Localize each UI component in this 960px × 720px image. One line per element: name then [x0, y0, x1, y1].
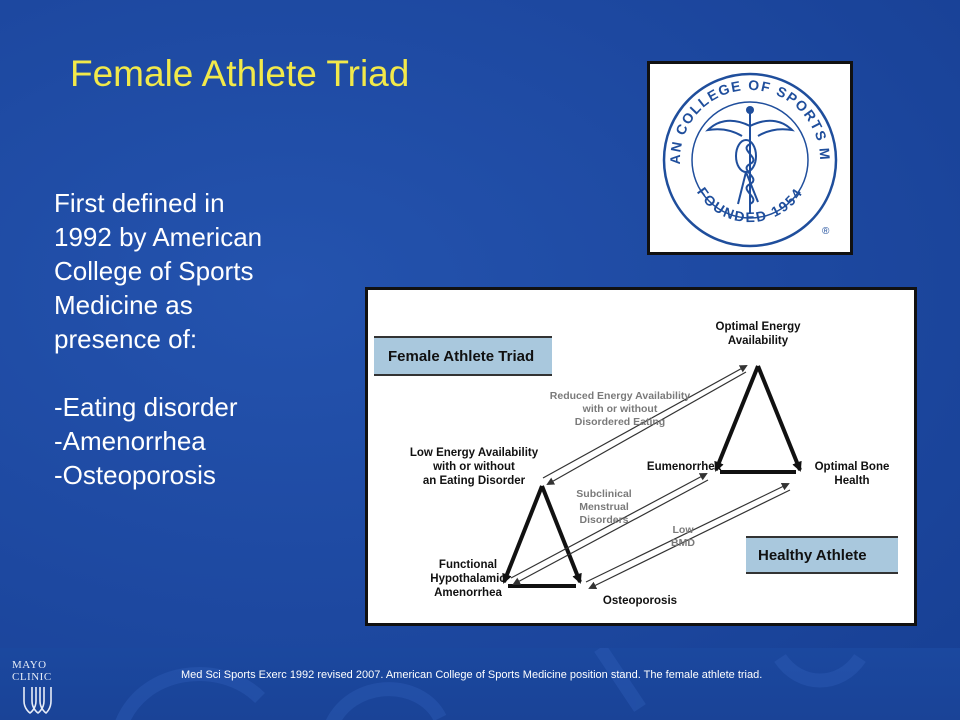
- body-line: Medicine as: [54, 290, 193, 320]
- mayo-clinic-logo: MAYO CLINIC: [12, 659, 62, 717]
- node-line: Low Energy Availability: [409, 447, 539, 459]
- mayo-shield-icon: [23, 687, 52, 714]
- spectrum-line: Disorders: [579, 514, 629, 526]
- acsm-seal-icon: AMERICAN COLLEGE OF SPORTS MEDICINE FOUN…: [643, 51, 838, 248]
- body-text: First defined in 1992 by American Colleg…: [54, 186, 324, 492]
- logo-registered: ®: [822, 226, 830, 237]
- spectrum-line: Reduced Energy Availability: [549, 390, 691, 402]
- healthy-athlete-box: Healthy Athlete: [746, 536, 898, 574]
- node-optimal-energy: Optimal Energy Availability: [688, 320, 828, 348]
- triad-diagram: Female Athlete Triad Healthy Athlete Opt…: [365, 287, 917, 626]
- spectrum-line: Disordered Eating: [574, 416, 666, 428]
- node-eumenorrhea: Eumenorrhea: [646, 461, 722, 473]
- triad-triangle: [502, 485, 582, 588]
- footer-band: [0, 648, 960, 720]
- body-line: College of Sports: [54, 256, 254, 286]
- body-line: presence of:: [54, 324, 198, 354]
- spectrum-energy-label: Reduced Energy Availability with or with…: [540, 390, 700, 429]
- acsm-logo: AMERICAN COLLEGE OF SPORTS MEDICINE FOUN…: [643, 51, 853, 255]
- node-osteoporosis: Osteoporosis: [602, 595, 678, 607]
- citation: Med Sci Sports Exerc 1992 revised 2007. …: [181, 669, 763, 681]
- spectrum-line: with or without: [582, 403, 658, 415]
- node-optimal-bone: Optimal Bone Health: [802, 460, 902, 488]
- node-line: Optimal Energy: [715, 321, 801, 333]
- bullet-amenorrhea: -Amenorrhea: [54, 426, 206, 456]
- spectrum-bmd-label: Low BMD: [658, 524, 708, 550]
- node-line: Availability: [727, 335, 789, 347]
- triad-diagram-lines: [502, 365, 802, 589]
- node-line: an Eating Disorder: [422, 475, 526, 487]
- triad-title-box: Female Athlete Triad: [374, 336, 552, 376]
- mayo-line: CLINIC: [12, 671, 52, 683]
- node-line: Amenorrhea: [434, 587, 502, 599]
- slide-title: Female Athlete Triad: [70, 53, 410, 94]
- spectrum-arrows: [510, 365, 791, 589]
- bullet-eating-disorder: -Eating disorder: [54, 392, 238, 422]
- node-line: Health: [834, 475, 870, 487]
- spectrum-line: Subclinical: [576, 488, 632, 500]
- body-line: First defined in: [54, 188, 225, 218]
- node-fha: Functional Hypothalamic Amenorrhea: [418, 558, 518, 600]
- spectrum-line: BMD: [671, 537, 695, 549]
- footer-decoration: [115, 648, 866, 720]
- node-line: Functional: [438, 559, 498, 571]
- spectrum-menstrual-label: Subclinical Menstrual Disorders: [564, 488, 644, 527]
- bullet-osteoporosis: -Osteoporosis: [54, 460, 216, 490]
- mayo-wordmark: MAYO CLINIC: [12, 659, 62, 683]
- healthy-triangle: [714, 365, 802, 474]
- mayo-line: MAYO: [12, 659, 47, 671]
- spectrum-line: Menstrual: [579, 501, 629, 513]
- node-low-energy: Low Energy Availability with or without …: [394, 446, 554, 488]
- node-line: Hypothalamic: [430, 573, 506, 585]
- node-line: Optimal Bone: [814, 461, 890, 473]
- node-line: with or without: [433, 461, 515, 473]
- body-line: 1992 by American: [54, 222, 263, 252]
- spectrum-line: Low: [672, 524, 694, 536]
